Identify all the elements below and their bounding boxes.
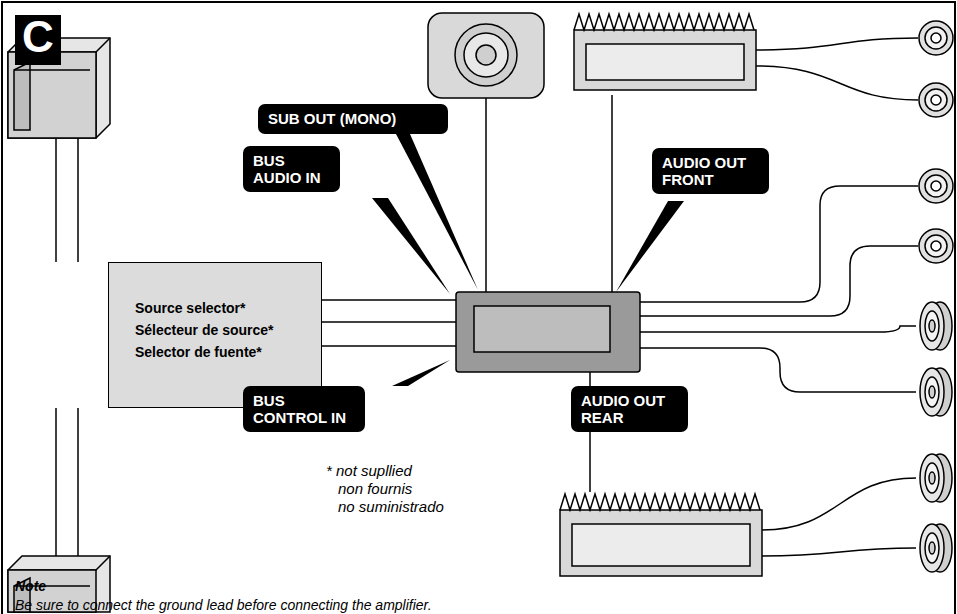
amp-cable xyxy=(611,95,613,292)
tweeter xyxy=(919,229,953,263)
node-text: Source selector* xyxy=(135,297,311,319)
changer-cable xyxy=(77,138,79,262)
woofer xyxy=(920,524,944,572)
changer-cable xyxy=(56,138,78,556)
woofer xyxy=(920,368,952,416)
bus-cable xyxy=(322,299,456,301)
subwoofer xyxy=(464,33,508,77)
bus-cable xyxy=(322,321,456,323)
woofer xyxy=(920,454,944,502)
speaker-wire xyxy=(640,326,916,332)
tweeter xyxy=(931,33,941,43)
section-badge: C xyxy=(15,15,61,65)
node-text: C xyxy=(15,15,61,59)
callout-label: SUB OUT (MONO) xyxy=(258,104,448,134)
tweeter xyxy=(919,169,953,203)
tweeter xyxy=(919,169,953,203)
subwoofer xyxy=(455,24,517,86)
leader-line xyxy=(372,134,684,386)
front-amplifier xyxy=(574,30,756,90)
cd-changer xyxy=(14,69,90,71)
node-text: Selector de fuente* xyxy=(135,341,311,363)
tweeter xyxy=(919,21,953,55)
head-unit xyxy=(456,292,640,372)
front-amplifier xyxy=(574,14,754,30)
node-text: Sélecteur de source* xyxy=(135,319,311,341)
tweeter xyxy=(925,235,947,257)
leader-line xyxy=(392,360,450,386)
changer-cable xyxy=(55,408,57,556)
node-text: AUDIO OUT FRONT xyxy=(662,154,759,188)
front-amplifier xyxy=(586,44,744,80)
head-unit xyxy=(474,306,610,352)
tweeter xyxy=(919,21,953,55)
rear-amplifier xyxy=(560,494,760,510)
callout-label: AUDIO OUT FRONT xyxy=(652,148,769,194)
node-text: SUB OUT (MONO) xyxy=(268,110,438,127)
changer-cable xyxy=(55,138,57,262)
node-text: BUS AUDIO IN xyxy=(253,152,330,186)
tweeter xyxy=(931,241,941,251)
head-unit xyxy=(456,292,640,372)
woofer xyxy=(920,454,952,502)
cd-changer xyxy=(14,62,30,130)
callout-label: AUDIO OUT REAR xyxy=(571,386,688,432)
tweeter xyxy=(925,89,947,111)
speaker-wire xyxy=(640,38,918,556)
speaker-wire xyxy=(762,478,916,530)
leader-line xyxy=(396,134,478,290)
subwoofer xyxy=(428,13,544,98)
speaker-wire xyxy=(762,548,916,556)
rear-amplifier xyxy=(560,510,762,576)
tweeter xyxy=(925,27,947,49)
subwoofer xyxy=(476,45,496,65)
woofer xyxy=(929,320,935,332)
callout-label: BUS CONTROL IN xyxy=(243,386,365,432)
speaker-wire xyxy=(756,66,918,100)
leader-line xyxy=(372,198,450,294)
tweeter xyxy=(925,175,947,197)
node-text: BUS CONTROL IN xyxy=(253,392,355,426)
rear-amplifier xyxy=(560,494,762,576)
footnote-text: no suministrado xyxy=(338,499,444,515)
speaker-wire xyxy=(640,246,918,316)
woofer xyxy=(925,533,939,563)
woofer xyxy=(925,377,939,407)
changer-cable xyxy=(77,408,79,556)
footnote-text: * not supllied xyxy=(326,463,412,479)
tweeter xyxy=(919,83,953,117)
bus-cable xyxy=(322,300,456,346)
woofer xyxy=(929,386,935,398)
tweeter xyxy=(919,229,953,263)
callout-label: BUS AUDIO IN xyxy=(243,146,340,192)
woofer xyxy=(920,302,952,350)
woofer xyxy=(920,524,952,572)
woofer xyxy=(929,542,935,554)
woofer xyxy=(920,302,944,350)
tweeter xyxy=(931,181,941,191)
tweeter xyxy=(931,95,941,105)
leader-line xyxy=(616,201,684,292)
rear-amplifier xyxy=(572,524,750,566)
woofer xyxy=(929,472,935,484)
cd-changer xyxy=(8,556,110,570)
bus-cable xyxy=(322,345,456,347)
node-text: AUDIO OUT REAR xyxy=(581,392,678,426)
footnote-text: non fournis xyxy=(338,481,412,497)
tweeter xyxy=(919,83,953,117)
woofer xyxy=(925,463,939,493)
woofer xyxy=(920,368,944,416)
subwoofer xyxy=(428,13,544,292)
front-amplifier xyxy=(574,14,756,90)
woofer xyxy=(925,311,939,341)
note-text: Be sure to connect the ground lead befor… xyxy=(15,597,432,613)
speaker-wire xyxy=(756,38,918,50)
note-heading: Note xyxy=(15,578,46,594)
speaker xyxy=(919,21,953,572)
subwoofer xyxy=(485,98,487,292)
